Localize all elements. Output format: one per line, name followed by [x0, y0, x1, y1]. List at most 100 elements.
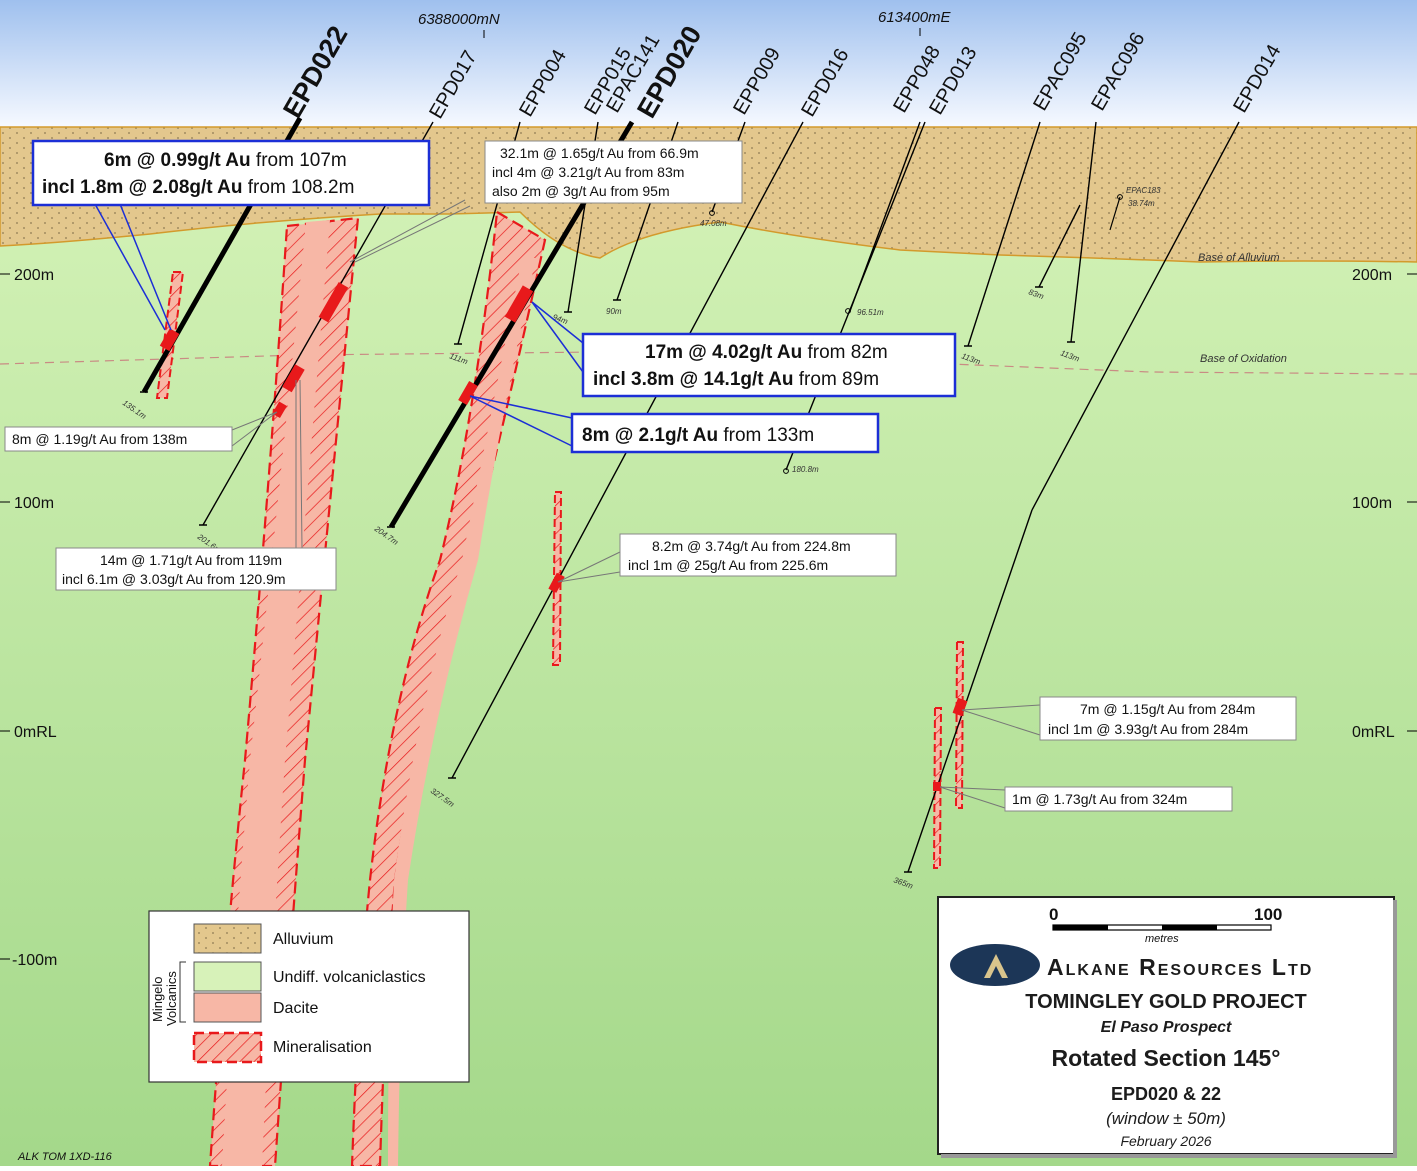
elev-minus100-left: -100m [12, 952, 57, 969]
svg-text:8m @ 2.1g/t Au from 133m: 8m @ 2.1g/t Au from 133m [582, 425, 814, 446]
window-note: (window ± 50m) [1106, 1109, 1226, 1128]
elev-100-right: 100m [1352, 495, 1392, 512]
intersection-epd014-upper [952, 697, 968, 717]
mineralisation-lens-epd014-upper [954, 641, 965, 809]
title-block: 0 100 metres Alkane Resources Ltd TOMING… [937, 896, 1397, 1158]
legend: Alluvium Undiff. volcaniclastics Dacite … [148, 910, 470, 1083]
plot-date: February 2026 [1120, 1133, 1211, 1149]
intercept-from: from 108.2m [243, 177, 355, 198]
trace-epac096 [1038, 204, 1081, 288]
trace-epd013 [785, 121, 926, 471]
base-of-oxidation-label: Base of Oxidation [1200, 353, 1287, 365]
intercept-line: incl 4m @ 3.21g/t Au from 83m [492, 164, 684, 180]
legend-swatch-mineralisation [192, 1031, 263, 1064]
intercept-from: from 89m [794, 369, 880, 390]
intersection-epd020-lower [458, 380, 478, 406]
elev-200-left: 200m [14, 267, 54, 284]
intercept-line: 32.1m @ 1.65g/t Au from 66.9m [500, 145, 699, 161]
section-holes: EPD020 & 22 [1111, 1084, 1221, 1104]
project-name: TOMINGLEY GOLD PROJECT [1025, 991, 1307, 1013]
intercept-line: incl 1m @ 25g/t Au from 225.6m [628, 557, 828, 573]
elev-100-left: 100m [14, 495, 54, 512]
collar-marker-epac183 [1117, 194, 1123, 200]
svg-text:incl 1.8m @ 2.08g/t Au from 10: incl 1.8m @ 2.08g/t Au from 108.2m [42, 177, 354, 198]
prospect-name: El Paso Prospect [1101, 1019, 1232, 1036]
intercept-value: incl 1.8m @ 2.08g/t Au [42, 177, 243, 198]
intercept-from: from 133m [718, 425, 814, 446]
intercept-callout-epd020-upper: 17m @ 4.02g/t Au from 82m incl 3.8m @ 14… [581, 332, 957, 398]
legend-swatch-alluvium [193, 923, 262, 954]
intercept-line: 14m @ 1.71g/t Au from 119m [100, 552, 282, 568]
sky-band [0, 0, 1417, 127]
legend-group-bracket [179, 961, 186, 1023]
base-of-alluvium-label: Base of Alluvium [1198, 252, 1280, 264]
trace-epd014-upper [1031, 121, 1240, 511]
company-name: Alkane Resources Ltd [1047, 954, 1313, 980]
eoh-marker-epp009 [709, 210, 715, 216]
legend-label-volcaniclastics: Undiff. volcaniclastics [273, 969, 426, 986]
svg-text:6m @ 0.99g/t Au from 107m: 6m @ 0.99g/t Au from 107m [104, 150, 347, 171]
elev-200-right: 200m [1352, 267, 1392, 284]
intercept-callout-epd020-lower: 8m @ 2.1g/t Au from 133m [570, 412, 880, 454]
depth-label: 96.51m [857, 308, 884, 317]
intersection-epd020-upper [504, 285, 534, 323]
elev-0-left: 0mRL [14, 724, 57, 741]
northing-label: 6388000mN [418, 11, 500, 28]
section-name: Rotated Section 145° [1051, 1045, 1280, 1071]
intercept-line: incl 1m @ 3.93g/t Au from 284m [1048, 721, 1248, 737]
trace-epac095 [967, 121, 1041, 347]
legend-label-mineralisation: Mineralisation [273, 1039, 372, 1056]
intercept-line: 8m @ 1.19g/t Au from 138m [12, 431, 187, 447]
intercept-line: 7m @ 1.15g/t Au from 284m [1080, 701, 1255, 717]
drawing-code: ALK TOM 1XD-116 [17, 1151, 113, 1163]
eoh-marker-epp048 [845, 308, 851, 314]
scale-unit: metres [1145, 933, 1179, 945]
company-logo [950, 944, 1040, 986]
depth-label: 47.08m [700, 219, 727, 228]
intercept-callout-epd017-lower: 8m @ 1.19g/t Au from 138m [4, 426, 233, 452]
end-of-hole-ticks [140, 286, 1075, 873]
elevation-scale: 200m 200m 100m 100m 0mRL 0mRL -100m [0, 267, 1417, 969]
intercept-from: from 82m [802, 342, 888, 363]
depth-label: 38.74m [1128, 199, 1155, 208]
intercept-value: incl 3.8m @ 14.1g/t Au [593, 369, 794, 390]
trace-epac183 [1109, 196, 1121, 231]
intercept-callout-epd014-lower: 1m @ 1.73g/t Au from 324m [1004, 786, 1233, 812]
scale-bar-segment [1162, 925, 1217, 930]
intercept-callout-epd017: 32.1m @ 1.65g/t Au from 66.9m incl 4m @ … [484, 140, 743, 204]
intercept-callout-epd014-upper: 7m @ 1.15g/t Au from 284m incl 1m @ 3.93… [1039, 696, 1297, 741]
trace-epac-extra [1070, 121, 1097, 343]
scale-zero-label: 0 [1049, 905, 1058, 924]
intercept-value: 6m @ 0.99g/t Au [104, 150, 251, 171]
legend-group-label-line1: Mingelo [150, 976, 165, 1022]
intersection-markers [159, 282, 968, 791]
hole-label-epac183: EPAC183 [1126, 186, 1161, 195]
legend-label-alluvium: Alluvium [273, 931, 333, 948]
depth-label: 90m [606, 307, 622, 316]
legend-group-label-line2: Volcanics [164, 971, 179, 1026]
depth-label: 180.8m [792, 465, 819, 474]
svg-text:17m @ 4.02g/t Au from 82m: 17m @ 4.02g/t Au from 82m [645, 342, 888, 363]
intercept-from: from 107m [251, 150, 347, 171]
easting-label: 613400mE [878, 9, 952, 26]
intersection-epd022 [159, 328, 180, 352]
intercept-line: also 2m @ 3g/t Au from 95m [492, 183, 670, 199]
intersection-epd016 [548, 572, 565, 593]
callout-leaders [94, 199, 1041, 809]
intercept-callout-epd017-mid: 14m @ 1.71g/t Au from 119m incl 6.1m @ 3… [55, 547, 337, 591]
svg-text:incl 3.8m @ 14.1g/t Au from 89: incl 3.8m @ 14.1g/t Au from 89m [593, 369, 879, 390]
trace-epd014-lower [907, 509, 1033, 873]
legend-swatch-volcaniclastics [193, 961, 262, 992]
intercept-callout-epd022: 6m @ 0.99g/t Au from 107m incl 1.8m @ 2.… [31, 139, 431, 207]
intercept-line: incl 6.1m @ 3.03g/t Au from 120.9m [62, 571, 286, 587]
intersection-epd017-mid [282, 364, 305, 393]
intercept-line: 8.2m @ 3.74g/t Au from 224.8m [652, 538, 851, 554]
elev-0-right: 0mRL [1352, 724, 1395, 741]
intercept-callout-epd016: 8.2m @ 3.74g/t Au from 224.8m incl 1m @ … [619, 533, 897, 577]
legend-label-dacite: Dacite [273, 1000, 318, 1017]
intersection-epd017-upper [318, 282, 349, 323]
scale-max-label: 100 [1254, 905, 1282, 924]
intercept-line: 1m @ 1.73g/t Au from 324m [1012, 791, 1187, 807]
